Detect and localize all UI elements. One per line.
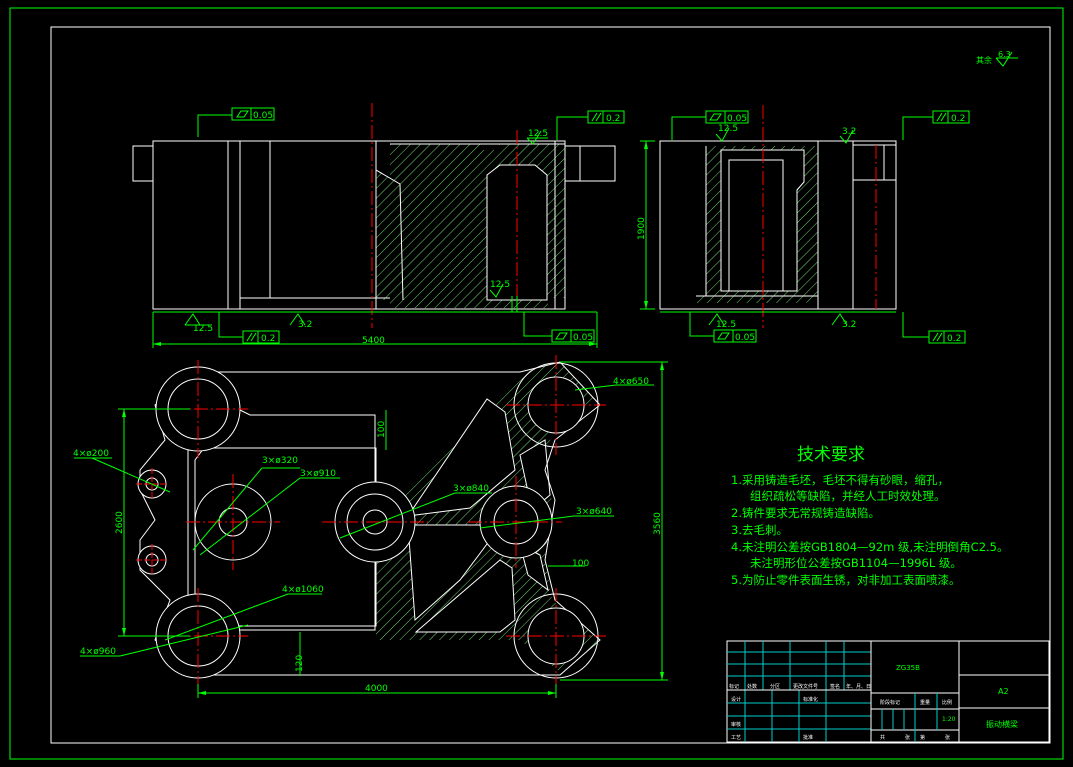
side-rough-top: 12.5 [715,124,738,142]
roughness-prefix: 其余 [976,55,992,65]
front-tol-top-left: 0.05 [197,107,275,137]
front-tol-top-left-value: 0.05 [253,111,273,121]
side-rough-bottom-left-value: 12.5 [716,320,736,330]
tb-row-label-1: 标记 [729,683,739,690]
tb-scale: 1:20 [942,716,956,723]
side-rough-bottom-left: 12.5 [708,313,736,330]
side-tol-top-right: 0.2 [902,110,970,140]
front-rough-bottom-left: 12.5 [184,313,213,334]
front-rough-bottom-left-value: 12.5 [193,324,213,334]
side-tol-top-right-value: 0.2 [951,114,965,124]
front-tol-bottom-right: 0.05 [523,312,595,343]
plan-dim-120: 120 [295,655,305,672]
plan-dim-2600: 2600 [115,511,125,534]
tb-material: ZG35B [896,664,920,672]
plan-label-960: 4×ø960 [80,647,116,657]
roughness-note: 其余 6.3 [976,50,1018,67]
title-block: ZG35B A2 振动横梁 1:20 标记 处数 分区 更改文件号 签名 年、月… [726,640,1050,743]
tb-approve: 批准 [803,734,813,741]
front-width-dim: 5400 [362,336,385,346]
tech-line-6: 未注明形位公差按GB1104—1996L 级。 [750,556,962,570]
tb-designer: 设计 [731,696,741,703]
plan-leaders [74,384,654,657]
side-tol-top-left: 0.05 [671,110,749,140]
plan-dim-100-top: 100 [377,421,387,438]
tech-line-5: 4.未注明公差按GB1804—92m 级,未注明倒角C2.5。 [731,540,1009,554]
inner-frame [50,26,1051,744]
tech-title: 技术要求 [797,445,865,465]
tb-process: 工艺 [731,735,741,741]
side-tol-bottom-left-value: 0.05 [735,333,755,343]
plan-label-640: 3×ø640 [576,507,612,517]
roughness-value: 6.3 [998,50,1011,59]
front-rough-top-value: 12.5 [528,129,548,139]
plan-label-1060: 4×ø1060 [282,585,324,595]
front-tol-top-right: 0.2 [556,110,625,140]
front-rough-mid-value: 12.5 [490,280,510,290]
side-rough-bottom-right: 3.2 [831,313,856,330]
side-tol-bottom-left: 0.05 [689,312,757,343]
tb-weight: 重量 [920,699,930,706]
front-rough-mid: 12.5 [489,280,518,312]
side-height-dim: 1900 [637,217,647,240]
tb-row-label-3: 分区 [770,683,780,690]
front-tol-bottom-left-value: 0.2 [261,334,275,344]
plan-dim-3560: 3560 [653,512,663,535]
front-rough-bottom-mid-value: 3.2 [298,320,312,330]
front-tol-bottom-left: 0.2 [218,312,280,344]
tb-part-name: 振动横梁 [986,719,1018,729]
front-rough-top: 12.5 [526,129,548,145]
tech-line-7: 5.为防止零件表面生锈，对非加工表面喷漆。 [731,573,960,587]
tech-line-2: 组织疏松等缺陷，并经人工时效处理。 [750,489,946,503]
tb-ratio: 比例 [942,699,952,706]
tech-line-3: 2.铸件要求无常规铸造缺陷。 [731,506,880,520]
side-rough-bottom-right-value: 3.2 [842,320,856,330]
tb-stage-mark: 阶段标记 [880,699,900,706]
side-rough-top-value: 12.5 [718,124,738,134]
tb-sheets-page: 张 [905,734,910,741]
tb-row-label-4: 更改文件号 [793,683,818,690]
side-tol-bottom-right: 0.2 [902,312,966,344]
tb-audit: 审核 [731,721,741,728]
tech-line-4: 3.去毛刺。 [731,523,788,537]
tb-row-label-5: 签名 [830,683,840,690]
tb-sheet-size: A2 [998,687,1009,696]
plan-label-910: 3×ø910 [300,469,336,479]
front-tol-bottom-right-value: 0.05 [573,333,593,343]
side-view: 1900 0.05 12.5 3.2 0.2 12. [637,105,970,344]
tb-standardization: 标准化 [803,696,818,703]
tb-sheets-total: 共 [880,734,885,741]
side-tol-top-left-value: 0.05 [727,114,747,124]
tb-row-label-6: 年、月、日 [846,683,871,690]
plan-label-650: 4×ø650 [613,377,649,387]
outer-frame [9,7,1064,760]
tb-sheets-page-2: 张 [945,734,950,741]
front-tol-top-right-value: 0.2 [606,114,620,124]
side-rough-top-right-value: 3.2 [842,127,856,137]
tech-requirements: 技术要求 1.采用铸造毛坯，毛坯不得有砂眼，缩孔， 组织疏松等缺陷，并经人工时效… [731,445,1009,587]
plan-label-840: 3×ø840 [453,484,489,494]
side-tol-bottom-right-value: 0.2 [947,334,961,344]
plan-label-200: 4×ø200 [73,449,109,459]
plan-dim-100-right: 100 [572,559,589,569]
tb-sheet-no: 第 [920,734,925,741]
tb-row-label-2: 处数 [747,683,757,690]
tech-line-1: 1.采用铸造毛坯，毛坯不得有砂眼，缩孔， [731,473,949,487]
plan-dim-4000: 4000 [365,684,388,694]
plan-view: 4×ø650 4×ø200 3×ø320 3×ø910 3×ø840 3×ø64… [73,355,668,698]
front-view: 0.05 0.2 12.5 12.5 5400 [132,103,625,348]
side-rough-top-right: 3.2 [839,127,856,144]
front-rough-bottom-mid: 3.2 [289,313,312,330]
plan-label-320: 3×ø320 [262,456,298,466]
